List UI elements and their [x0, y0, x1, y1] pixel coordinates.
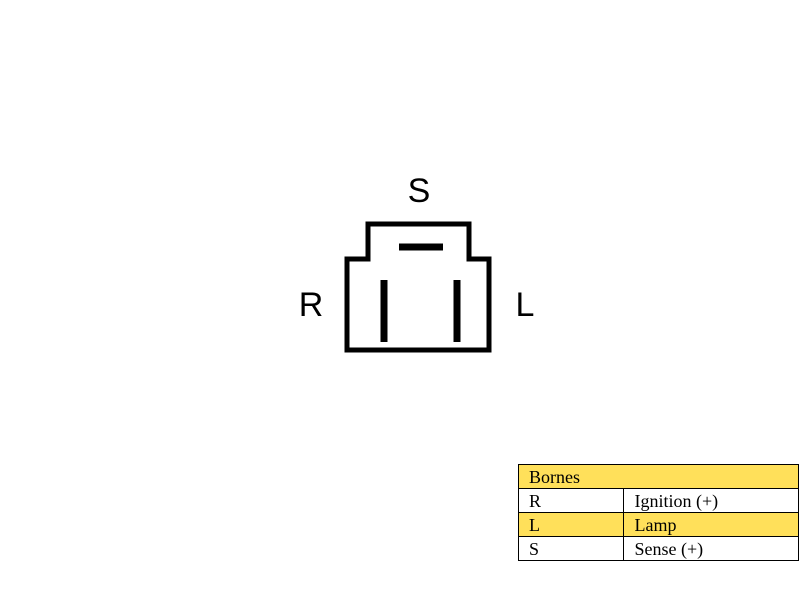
- legend-description: Lamp: [623, 512, 799, 537]
- legend-code: S: [517, 536, 625, 561]
- pin-label-s: S: [408, 172, 431, 210]
- legend-row-l: L Lamp: [517, 512, 799, 537]
- legend-header: Bornes: [518, 464, 799, 489]
- legend-header-row: Bornes: [518, 464, 799, 489]
- connector-housing: [344, 221, 492, 353]
- legend-description: Ignition (+): [623, 488, 799, 513]
- legend-code: R: [517, 488, 625, 513]
- legend-code: L: [517, 512, 625, 537]
- terminal-legend-table: Bornes R Ignition (+) L Lamp S Sense (+): [517, 464, 799, 561]
- pin-label-r: R: [299, 286, 324, 324]
- legend-description: Sense (+): [623, 536, 799, 561]
- pin-label-l: L: [516, 286, 535, 324]
- legend-row-r: R Ignition (+): [517, 488, 799, 513]
- legend-row-s: S Sense (+): [517, 536, 799, 561]
